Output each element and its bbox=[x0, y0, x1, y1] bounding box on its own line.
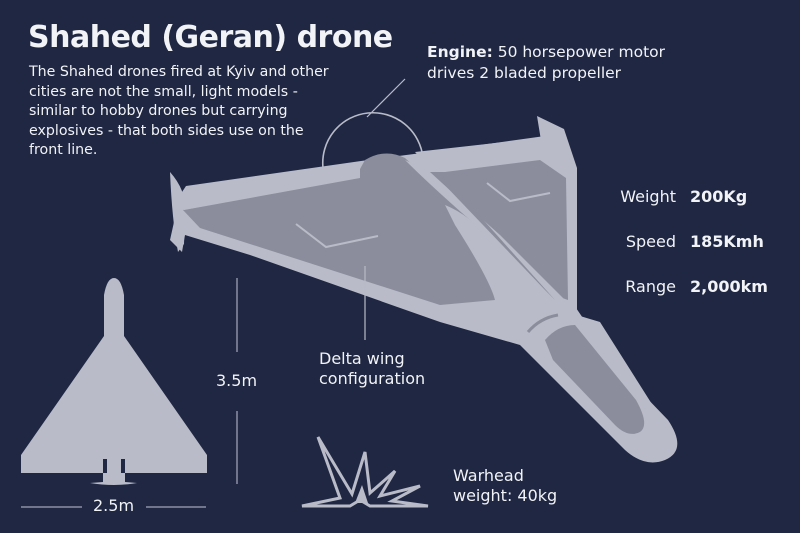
spec-weight: Weight 200Kg bbox=[0, 187, 800, 209]
spec-range: Range 2,000km bbox=[0, 277, 800, 299]
propeller-arc-icon bbox=[321, 78, 424, 169]
spec-label: Range bbox=[625, 277, 676, 296]
delta-wing-annotation: Delta wing configuration bbox=[319, 349, 425, 389]
engine-text: 50 horsepower motor bbox=[492, 43, 665, 61]
spec-speed: Speed 185Kmh bbox=[0, 232, 800, 254]
delta-line2: configuration bbox=[319, 369, 426, 388]
wingspan-dimension-label: 2.5m bbox=[93, 496, 135, 515]
delta-line1: Delta wing bbox=[319, 349, 405, 368]
spec-label: Speed bbox=[625, 232, 676, 251]
drone-silhouette-icon bbox=[21, 278, 207, 485]
intro-text: The Shahed drones fired at Kyiv and othe… bbox=[29, 64, 329, 158]
drone-illustration bbox=[170, 116, 678, 463]
warhead-annotation: Warhead weight: 40kg bbox=[453, 466, 557, 506]
dimension-lines bbox=[21, 278, 238, 508]
warhead-line2: weight: 40kg bbox=[453, 486, 558, 505]
length-dimension-label: 3.5m bbox=[216, 371, 258, 390]
warhead-line1: Warhead bbox=[453, 466, 524, 485]
spec-value: 200Kg bbox=[690, 187, 748, 206]
spec-label: Weight bbox=[620, 187, 676, 206]
engine-text-line2: drives 2 bladed propeller bbox=[427, 64, 622, 82]
spec-value: 185Kmh bbox=[690, 232, 764, 251]
engine-annotation: Engine: 50 horsepower motor drives 2 bla… bbox=[427, 42, 665, 84]
spec-value: 2,000km bbox=[690, 277, 768, 296]
page-title: Shahed (Geran) drone bbox=[28, 20, 393, 55]
engine-label: Engine: bbox=[427, 43, 493, 61]
explosion-icon bbox=[301, 436, 429, 508]
